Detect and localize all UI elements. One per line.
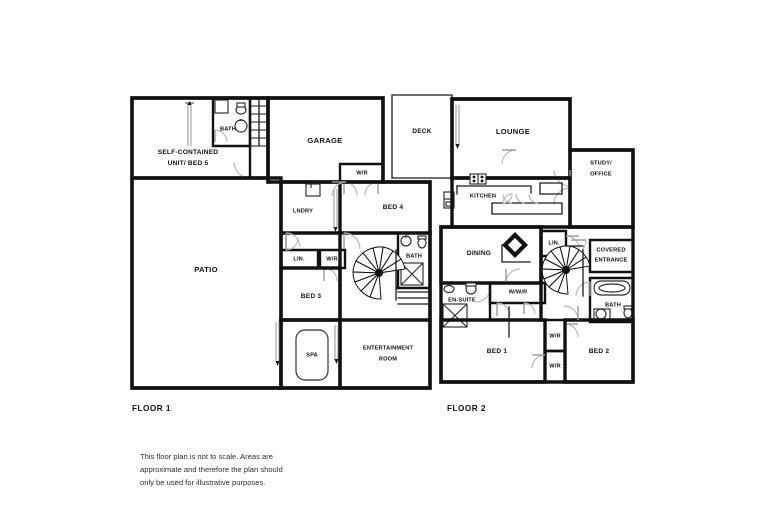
room-label-covered-entrance-line1: COVERED xyxy=(596,248,625,254)
fixture-shower-bath2 xyxy=(400,262,424,286)
room-label-wr-2: W/R xyxy=(549,334,561,340)
disclaimer-line-2: approximate and therefore the plan shoul… xyxy=(140,465,283,474)
room-label-bed-4: BED 4 xyxy=(383,204,404,211)
room-label-wr-3: W/R xyxy=(549,364,561,370)
room-label-bed-1: BED 1 xyxy=(487,348,508,355)
room-label-self-contained-unit-line2: UNIT/ BED 5 xyxy=(168,160,209,167)
room-label-wr-garage: W/R xyxy=(356,171,368,177)
floor-2-caption: FLOOR 2 xyxy=(447,404,486,413)
room-label-lin-2: LIN. xyxy=(548,241,560,247)
room-label-dining: DINING xyxy=(467,250,491,257)
room-label-bed-2: BED 2 xyxy=(589,348,610,355)
spiral-staircase-floor-2 xyxy=(541,245,591,297)
floor-1-caption: FLOOR 1 xyxy=(132,404,171,413)
room-label-bath-3: BATH xyxy=(605,303,621,309)
room-label-patio: PATIO xyxy=(194,265,218,274)
room-label-bed-3: BED 3 xyxy=(301,293,322,300)
room-label-wr-1: W/R xyxy=(326,257,338,263)
disclaimer-line-3: only be used for illustrative purposes. xyxy=(140,478,265,487)
room-label-deck: DECK xyxy=(412,128,432,135)
fixture-fireplace xyxy=(501,232,531,263)
room-label-study-line2: OFFICE xyxy=(590,172,612,178)
fixture-basin-bath2 xyxy=(400,235,412,247)
room-label-covered-entrance-line2: ENTRANCE xyxy=(595,258,628,264)
room-label-bath-1: BATH xyxy=(220,127,236,133)
room-label-kitchen: KITCHEN xyxy=(470,194,496,200)
fixture-toilet-bath3 xyxy=(623,305,633,319)
room-label-entertainment-line1: ENTERTAINMENT xyxy=(363,346,414,352)
room-label-wwr: W/W/R xyxy=(509,290,528,296)
fixture-toilet-ensuite xyxy=(465,282,477,295)
room-label-lndry: LNDRY xyxy=(293,209,313,215)
floor-2-plan: DECK LOUNGE STUDY/ OFFICE xyxy=(391,94,635,413)
disclaimer-block: This floor plan is not to scale. Areas a… xyxy=(140,452,283,487)
room-bath-2: BATH xyxy=(396,231,432,305)
fixture-toilet-bath1 xyxy=(235,102,247,115)
room-label-lin-1: LIN. xyxy=(293,257,305,263)
fixture-shower-ensuite xyxy=(442,303,468,328)
spiral-staircase-floor-1 xyxy=(352,246,406,301)
room-label-garage: GARAGE xyxy=(307,136,342,145)
room-label-lounge: LOUNGE xyxy=(496,127,530,136)
fixture-toilet-bath2 xyxy=(417,235,427,249)
floor-1-plan: SELF-CONTAINED UNIT/ BED 5 BATH xyxy=(130,96,432,413)
fixture-cooktop xyxy=(469,173,487,185)
fixture-basin-bath1 xyxy=(234,119,248,133)
room-label-bath-2: BATH xyxy=(406,254,422,260)
room-lndry: LNDRY xyxy=(279,180,342,248)
disclaimer-line-1: This floor plan is not to scale. Areas a… xyxy=(140,452,273,461)
room-label-en-suite: EN-SUITE xyxy=(448,298,476,304)
fixture-bathtub xyxy=(593,280,631,296)
room-label-study-line1: STUDY/ xyxy=(590,161,612,167)
fixture-basin-ensuite xyxy=(443,284,455,294)
room-label-spa: SPA xyxy=(306,353,318,359)
room-wwr: W/W/R xyxy=(488,281,547,317)
room-label-entertainment-line2: ROOM xyxy=(379,357,397,363)
room-label-self-contained-unit-line1: SELF-CONTAINED xyxy=(158,149,219,156)
